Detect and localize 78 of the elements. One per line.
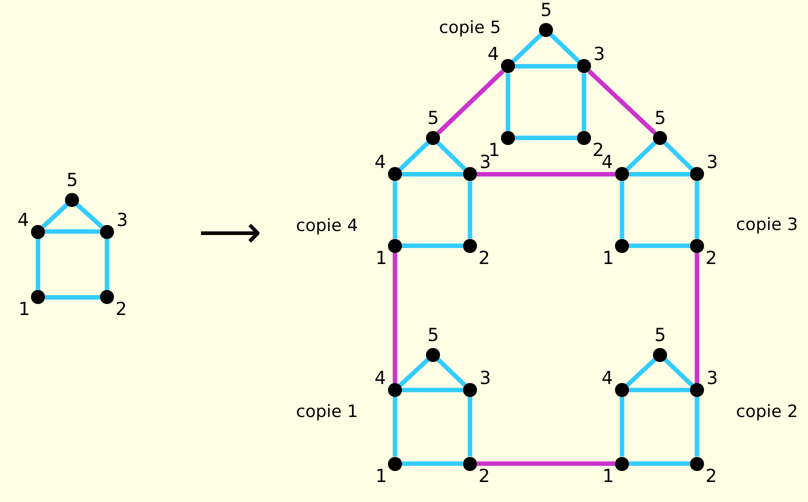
graph-edge xyxy=(45,229,100,234)
vertex-number: 2 xyxy=(592,142,604,160)
vertex-number: 2 xyxy=(116,301,127,320)
graph-edge xyxy=(402,461,463,466)
vertex-number: 5 xyxy=(654,110,666,128)
graph-edge xyxy=(694,397,700,457)
copy-label: copie 5 xyxy=(439,18,501,38)
graph-edge xyxy=(402,172,463,176)
graph-edge xyxy=(512,33,542,64)
vertex-number: 4 xyxy=(374,370,386,388)
copy-label: copie 4 xyxy=(296,216,358,236)
graph-edge xyxy=(104,238,110,290)
graph-edge xyxy=(588,69,656,135)
graph-edge xyxy=(36,238,40,290)
graph-edge xyxy=(477,172,615,176)
graph-edge xyxy=(468,181,472,239)
graph-edge xyxy=(402,244,463,248)
graph-edge xyxy=(629,388,690,392)
graph-edge xyxy=(76,203,104,228)
vertex-number: 4 xyxy=(488,46,499,64)
vertex-number: 2 xyxy=(706,468,717,486)
long-arrow-symbol: ⟶ xyxy=(198,206,262,258)
vertex-number: 3 xyxy=(594,46,605,64)
graph-edge xyxy=(436,358,466,387)
copy-label: copie 2 xyxy=(736,402,798,422)
vertex-number: 4 xyxy=(18,212,29,230)
vertex-number: 3 xyxy=(480,154,491,172)
graph-edge xyxy=(664,358,694,387)
graph-edge xyxy=(42,203,68,228)
graph-edge xyxy=(398,141,430,172)
graph-edge xyxy=(629,244,690,248)
vertex-number: 5 xyxy=(428,326,439,345)
vertex-number: 5 xyxy=(66,172,78,190)
vertex-number: 5 xyxy=(428,110,439,128)
graph-edge xyxy=(629,172,690,176)
vertex-number: 1 xyxy=(376,468,387,486)
copy-label: copie 1 xyxy=(296,402,358,422)
vertex-number: 5 xyxy=(540,2,552,20)
vertex-number: 3 xyxy=(480,370,491,388)
vertex-number: 4 xyxy=(374,154,386,172)
vertex-number: 5 xyxy=(654,326,666,345)
graph-edge xyxy=(626,358,656,387)
graph-edge xyxy=(45,295,100,300)
vertex-number: 4 xyxy=(602,154,613,172)
graph-edge xyxy=(620,397,624,457)
vertex-number: 2 xyxy=(478,250,490,268)
graph-edge xyxy=(436,141,467,171)
vertex-number: 1 xyxy=(602,250,614,268)
graph-edge xyxy=(506,73,510,131)
graph-edge xyxy=(392,252,398,383)
graph-edge xyxy=(620,181,624,239)
graph-edge xyxy=(515,64,577,69)
vertex-number: 3 xyxy=(116,212,128,230)
vertex-number: 2 xyxy=(706,250,717,268)
graph-edge xyxy=(392,397,398,457)
graph-edge xyxy=(477,461,615,466)
graph-edge xyxy=(626,141,656,172)
vertex-number: 1 xyxy=(376,250,387,268)
graph-edge xyxy=(436,69,504,135)
graph-edge xyxy=(550,33,580,64)
copy-label: copie 3 xyxy=(736,214,798,235)
vertex-number: 3 xyxy=(706,370,718,388)
graph-edge xyxy=(629,461,690,466)
graph-edge xyxy=(402,388,463,392)
graph-edge xyxy=(694,252,700,383)
graph-edge xyxy=(663,141,694,171)
graph-edge xyxy=(515,136,577,140)
vertex-number: 3 xyxy=(706,154,718,172)
vertex-number: 1 xyxy=(18,301,30,320)
vertex-number: 4 xyxy=(602,370,613,388)
graph-edge xyxy=(398,358,430,387)
vertex-number: 1 xyxy=(488,142,500,160)
graph-edge xyxy=(468,397,472,457)
vertex-number: 1 xyxy=(602,468,614,486)
graph-edge xyxy=(694,181,700,239)
vertex-number: 2 xyxy=(478,468,490,486)
graph-edge xyxy=(582,73,586,131)
graph-edge xyxy=(392,181,398,239)
